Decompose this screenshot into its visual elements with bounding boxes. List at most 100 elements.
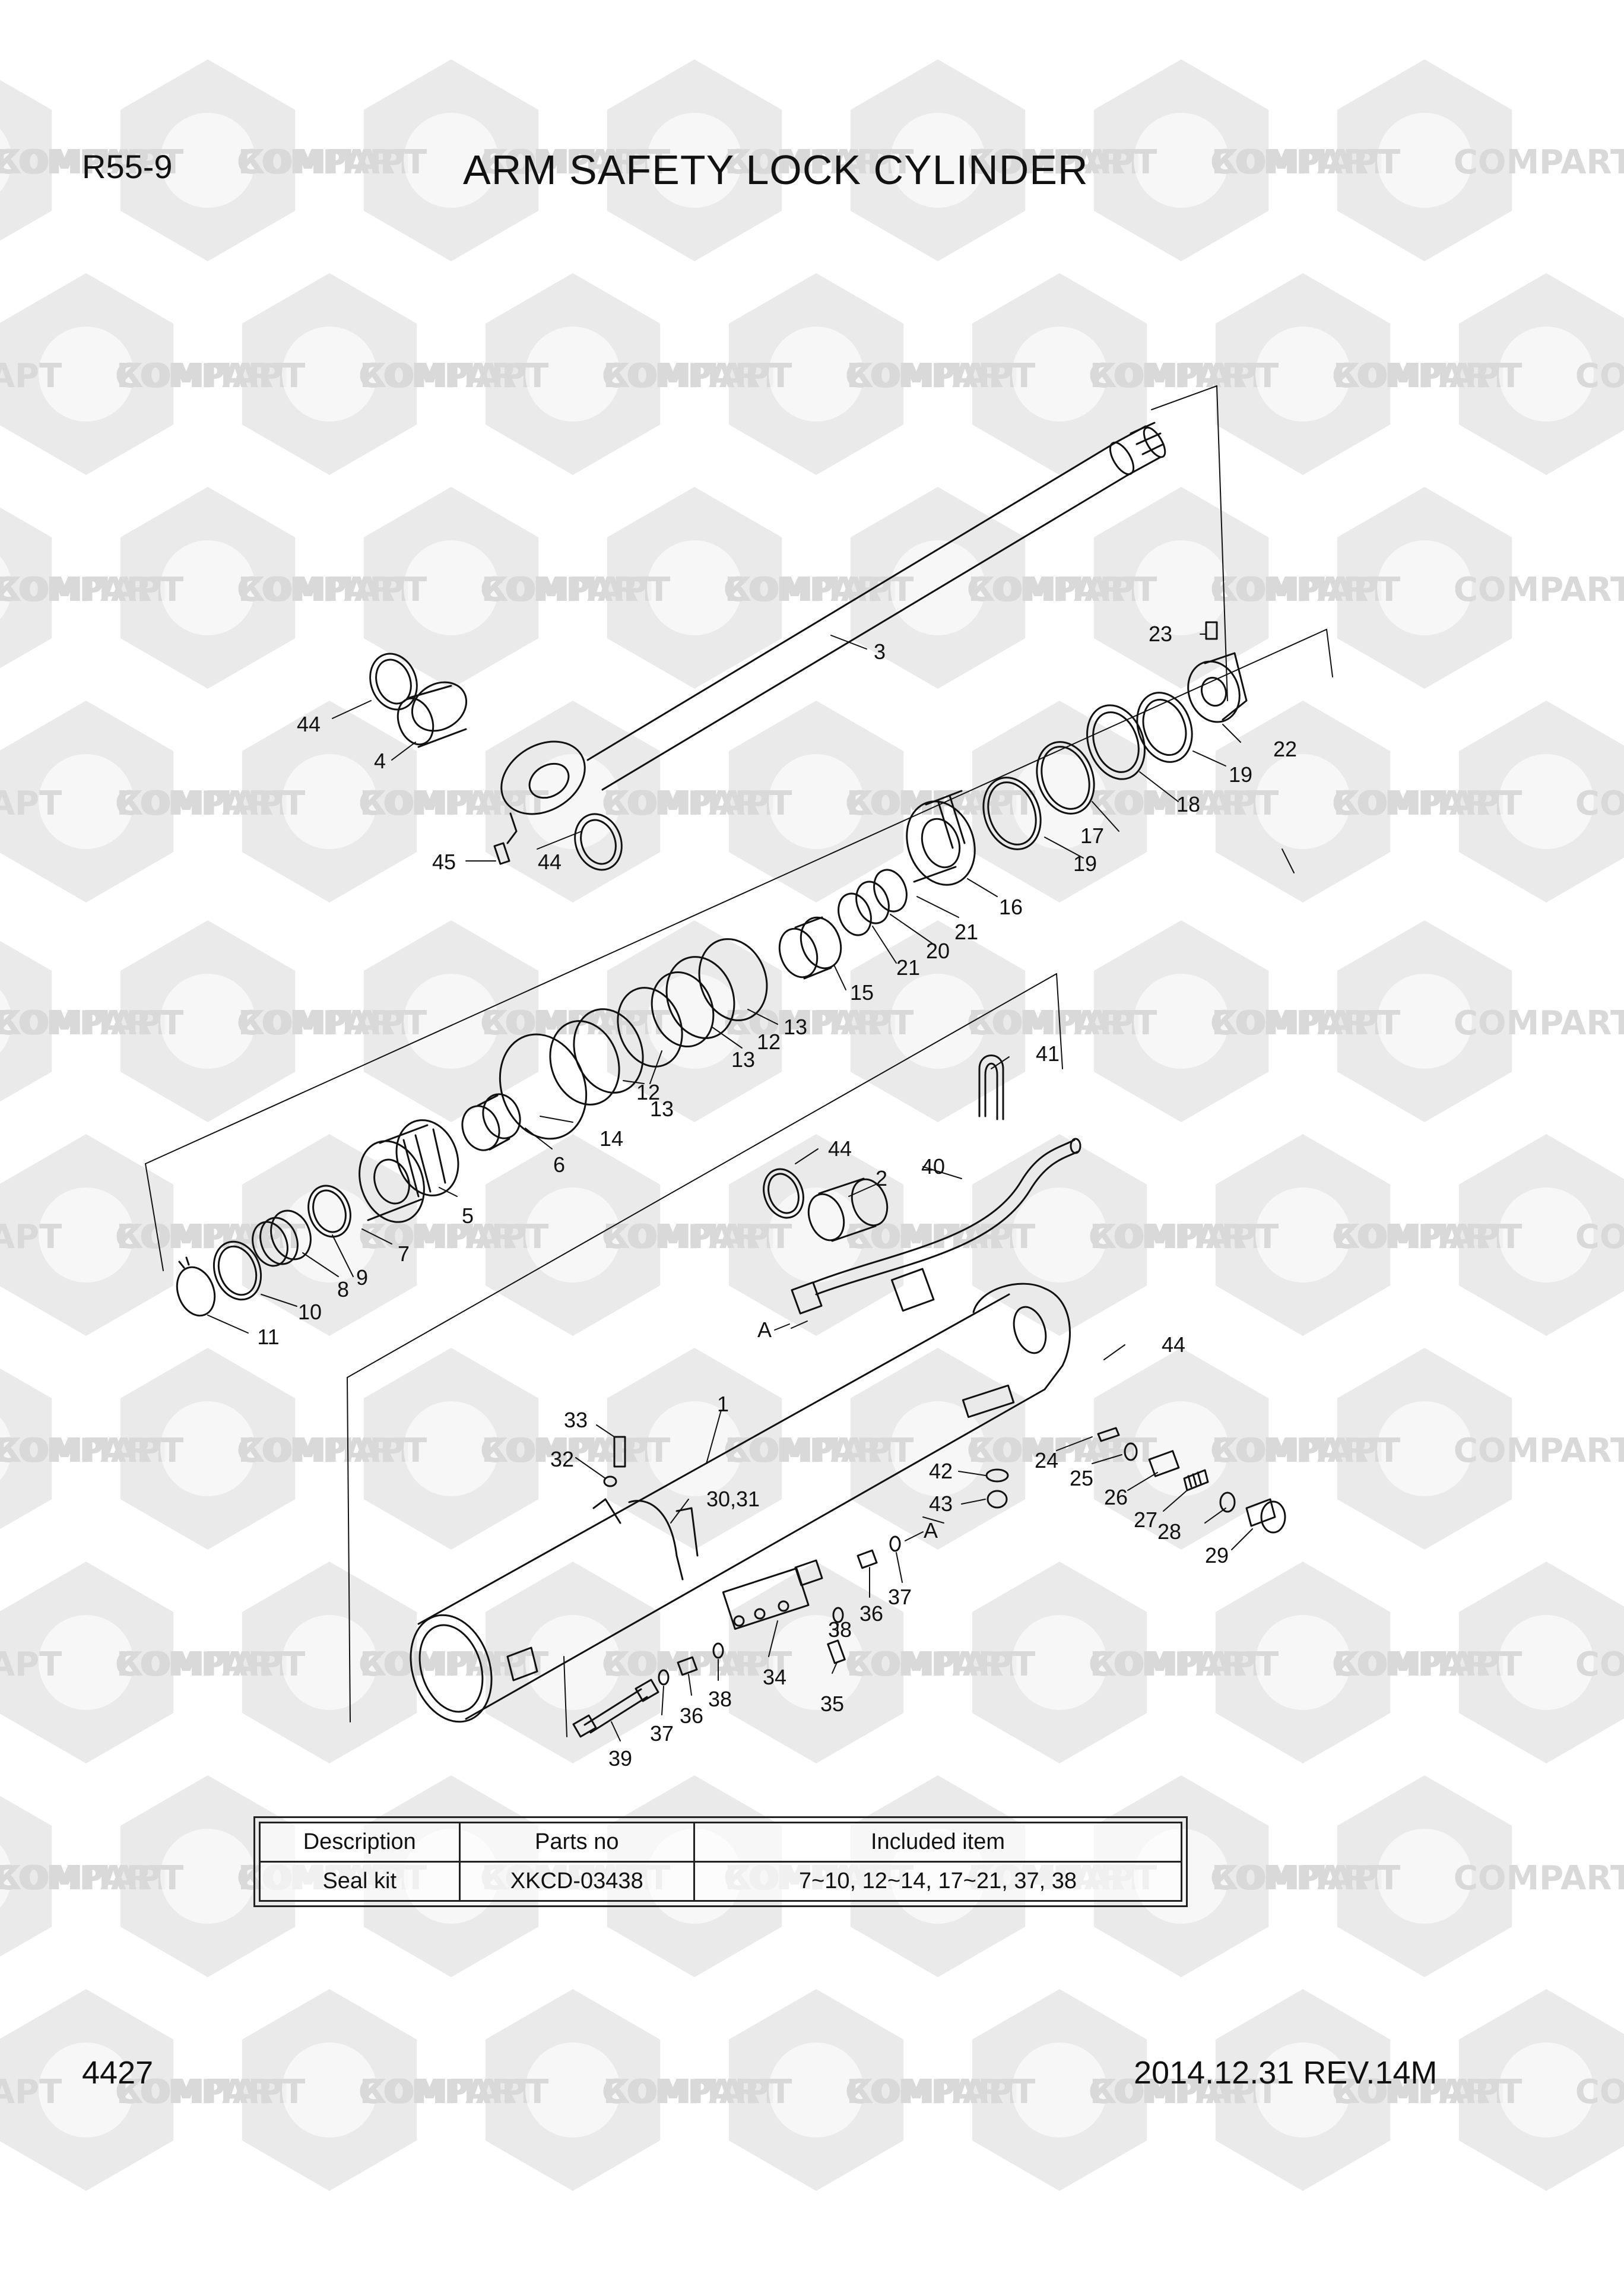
callout-16: 16	[998, 895, 1023, 919]
cell-description: Seal kit	[259, 1861, 461, 1902]
svg-text:КОМПАРТ: КОМПАРТ	[1211, 1859, 1401, 1898]
svg-text:КОМПАРТ: КОМПАРТ	[0, 571, 183, 609]
svg-text:КОМПАРТ: КОМПАРТ	[725, 571, 914, 609]
svg-text:КОМПАРТ: КОМПАРТ	[1211, 571, 1401, 609]
callout-7: 7	[397, 1242, 410, 1266]
callout-9: 9	[356, 1265, 369, 1290]
svg-text:КОМПАРТ: КОМПАРТ	[846, 1645, 1036, 1684]
callout-13: 13	[783, 1015, 808, 1039]
callout-a: A	[757, 1318, 772, 1342]
callout-23: 23	[1148, 622, 1173, 646]
svg-text:COMPART: COMPART	[1454, 143, 1624, 182]
svg-text:КОМПАРТ: КОМПАРТ	[116, 1645, 306, 1684]
callout-45: 45	[432, 850, 456, 874]
callout-4: 4	[373, 749, 386, 773]
callout-1: 1	[716, 1392, 729, 1416]
svg-text:КОМПАРТ: КОМПАРТ	[0, 784, 62, 823]
svg-text:КОМПАРТ: КОМПАРТ	[360, 1645, 549, 1684]
callout-32: 32	[550, 1447, 575, 1471]
table-header-row: Description Parts no Included item	[259, 1822, 1183, 1863]
callout-34: 34	[762, 1665, 787, 1689]
callout-36: 36	[679, 1703, 704, 1728]
svg-text:КОМПАРТ: КОМПАРТ	[360, 357, 549, 395]
callout-22: 22	[1273, 737, 1298, 761]
callout-36: 36	[859, 1601, 884, 1626]
svg-text:КОМПАРТ: КОМПАРТ	[0, 1218, 62, 1256]
seal-kit-table: Description Parts no Included item Seal …	[253, 1816, 1188, 1907]
svg-text:COMPART: COMPART	[1454, 1432, 1624, 1470]
svg-text:КОМПАРТ: КОМПАРТ	[116, 357, 306, 395]
callout-25: 25	[1069, 1466, 1094, 1490]
page-number: 4427	[82, 2055, 154, 2091]
pipe-and-bushing	[763, 1054, 1081, 1315]
head-parts	[778, 621, 1248, 980]
callout-21: 21	[954, 920, 979, 944]
svg-text:COMPART: COMPART	[1454, 1859, 1624, 1898]
callout-40: 40	[921, 1154, 946, 1179]
callout-5: 5	[461, 1204, 474, 1228]
svg-text:КОМПАРТ: КОМПАРТ	[481, 143, 671, 182]
svg-text:КОМПАРТ: КОМПАРТ	[0, 1004, 183, 1043]
svg-text:КОМПАРТ: КОМПАРТ	[360, 1218, 549, 1256]
callout-41: 41	[1035, 1041, 1060, 1066]
callout-24: 24	[1034, 1448, 1059, 1472]
svg-text:КОМПАРТ: КОМПАРТ	[0, 2073, 62, 2111]
svg-text:КОМПАРТ: КОМПАРТ	[603, 1218, 792, 1256]
callout-44: 44	[827, 1136, 852, 1161]
watermark-logo: КОМПАРТ COMPART	[1211, 1775, 1624, 1977]
page-title: ARM SAFETY LOCK CYLINDER	[463, 147, 1089, 193]
callout-27: 27	[1133, 1508, 1158, 1532]
cell-parts-no: XKCD-03438	[458, 1861, 695, 1902]
svg-text:КОМПАРТ: КОМПАРТ	[1090, 1218, 1279, 1256]
svg-text:КОМПАРТ: КОМПАРТ	[846, 357, 1036, 395]
callout-12: 12	[756, 1030, 781, 1054]
svg-text:КОМПАРТ: КОМПАРТ	[481, 1432, 671, 1470]
column-header-included-item: Included item	[693, 1822, 1183, 1863]
table-row: Seal kit XKCD-03438 7~10, 12~14, 17~21, …	[259, 1861, 1183, 1902]
svg-text:КОМПАРТ: КОМПАРТ	[1211, 1004, 1401, 1043]
callout-17: 17	[1080, 824, 1105, 848]
callout-28: 28	[1157, 1519, 1182, 1544]
svg-text:КОМПАРТ: КОМПАРТ	[603, 1645, 792, 1684]
callout-38: 38	[827, 1617, 852, 1642]
svg-text:КОМПАРТ: КОМПАРТ	[725, 1432, 914, 1470]
svg-text:КОМПАРТ: КОМПАРТ	[603, 784, 792, 823]
callout-3: 3	[873, 639, 886, 664]
callout-2: 2	[875, 1166, 888, 1190]
svg-text:КОМПАРТ: КОМПАРТ	[238, 143, 427, 182]
callout-8: 8	[337, 1277, 350, 1302]
callout-26: 26	[1103, 1485, 1128, 1509]
rod-eye-bushing	[369, 653, 623, 871]
svg-text:КОМПАРТ: КОМПАРТ	[481, 571, 671, 609]
callout-44: 44	[1161, 1332, 1186, 1357]
svg-text:КОМПАРТ: КОМПАРТ	[238, 1004, 427, 1043]
watermark-logo: КОМПАРТ COMPART	[1211, 1348, 1624, 1550]
callout-13: 13	[649, 1097, 674, 1121]
svg-text:КОМПАРТ: КОМПАРТ	[1211, 1432, 1401, 1470]
svg-text:COMPART: COMPART	[1575, 357, 1624, 395]
svg-text:КОМПАРТ: КОМПАРТ	[360, 784, 549, 823]
piston-parts	[359, 938, 768, 1223]
